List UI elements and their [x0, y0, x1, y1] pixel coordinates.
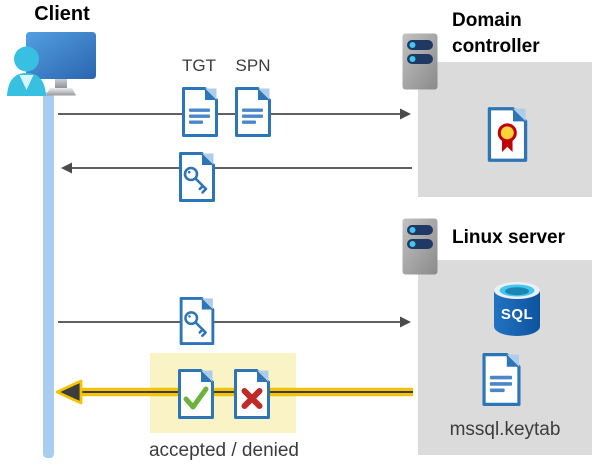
keytab-filename: mssql.keytab — [449, 419, 561, 440]
person-head — [14, 46, 39, 72]
monitor-base — [46, 88, 76, 96]
monitor-screen — [26, 32, 96, 79]
tgt-document-lines-icon — [182, 87, 218, 137]
keytab-document-lines-icon — [482, 353, 521, 406]
client-lifeline — [43, 92, 54, 458]
sql-badge-text: SQL — [501, 306, 533, 323]
monitor-stand — [55, 79, 67, 88]
client-workstation-icon — [7, 32, 96, 96]
sql-database-icon: SQL — [494, 282, 540, 336]
key-presentation-arrowhead-right — [400, 316, 411, 328]
spn-document-lines-icon — [235, 87, 271, 137]
person-collar — [19, 75, 34, 90]
session-key-document-key-icon — [179, 296, 215, 346]
domain-controller-title: Domain controller — [452, 10, 540, 57]
tgt-label: TGT — [182, 56, 216, 75]
certificate-document-icon — [487, 107, 528, 162]
result-arrowhead-left — [55, 379, 83, 405]
client-title: Client — [34, 3, 90, 25]
result-caption: accepted / denied — [148, 440, 299, 461]
request-arrowhead-right — [400, 108, 411, 120]
session-key-document-key-icon — [179, 152, 215, 202]
accepted-document-check-icon — [178, 369, 214, 419]
denied-document-x-icon — [234, 369, 270, 419]
server-icon — [402, 33, 438, 90]
server-icon — [402, 218, 438, 275]
result-highlight-box — [150, 353, 296, 433]
linux-server-title: Linux server — [452, 227, 565, 248]
spn-label: SPN — [235, 56, 271, 75]
reply-arrowhead-left — [61, 162, 72, 174]
